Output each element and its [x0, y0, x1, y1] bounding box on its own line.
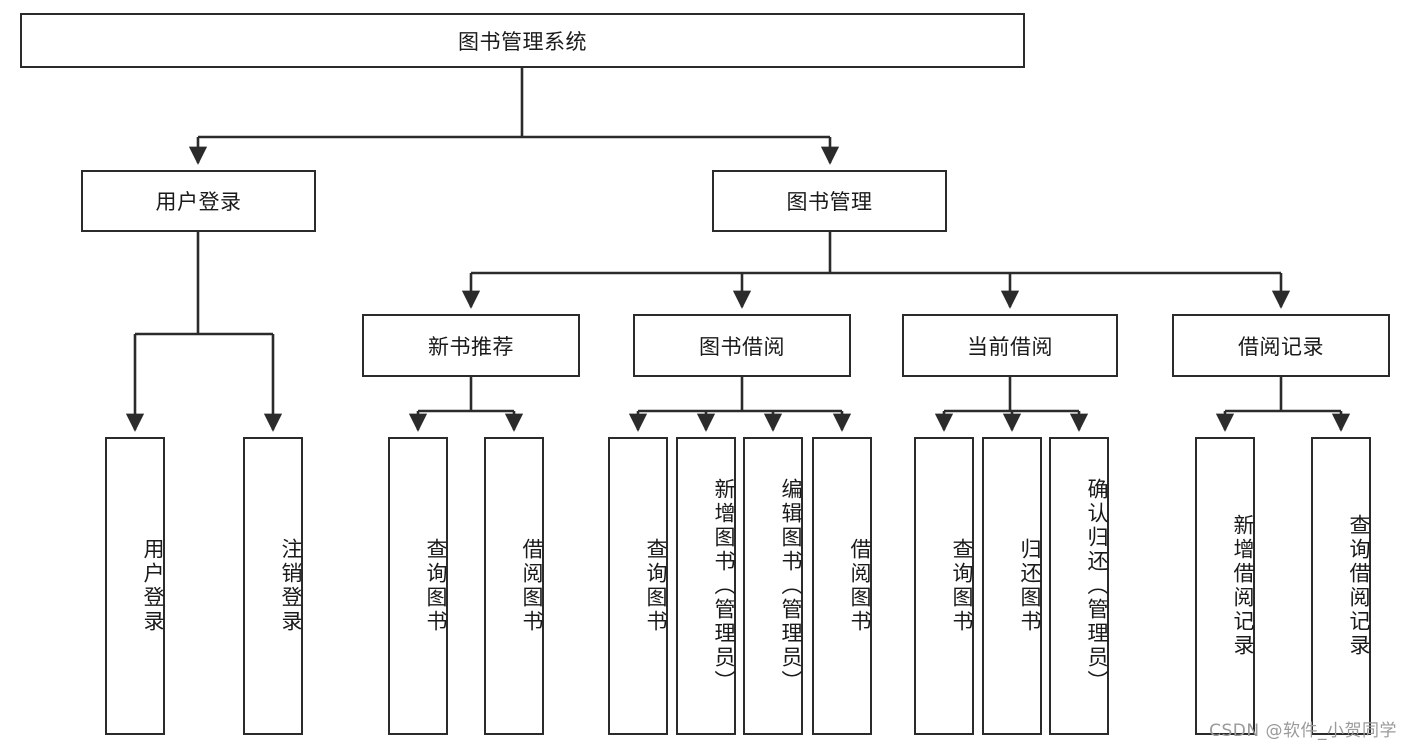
node-label: 用户登录 — [141, 538, 165, 634]
node-label: 用户登录 — [155, 190, 242, 214]
node-book-borrow[interactable]: 图书借阅 — [633, 314, 851, 377]
node-current-borrow[interactable]: 当前借阅 — [902, 314, 1118, 377]
node-leaf-user-logout[interactable]: 注销登录 — [243, 437, 303, 735]
node-label: 新增借阅记录 — [1231, 514, 1255, 658]
node-label: 借阅记录 — [1238, 334, 1324, 359]
node-label: 确认归还（管理员） — [1085, 478, 1109, 694]
node-label: 编辑图书（管理员） — [779, 478, 803, 694]
node-label: 查询图书 — [424, 538, 448, 634]
node-label: 图书管理 — [786, 190, 873, 214]
node-label: 借阅图书 — [848, 538, 872, 634]
node-label: 图书管理系统 — [458, 29, 587, 54]
node-leaf-add-book-admin[interactable]: 新增图书（管理员） — [676, 437, 736, 735]
node-leaf-query-book-3[interactable]: 查询图书 — [914, 437, 974, 735]
node-leaf-borrow-book-2[interactable]: 借阅图书 — [812, 437, 872, 735]
node-leaf-confirm-return-admin[interactable]: 确认归还（管理员） — [1049, 437, 1109, 735]
watermark: CSDN @软件_小贺同学 — [1209, 721, 1397, 741]
node-leaf-query-borrow-record[interactable]: 查询借阅记录 — [1311, 437, 1371, 735]
node-new-book-recommend[interactable]: 新书推荐 — [362, 314, 580, 377]
node-leaf-user-login[interactable]: 用户登录 — [105, 437, 165, 735]
node-label: 归还图书 — [1018, 538, 1042, 634]
node-label: 借阅图书 — [520, 538, 544, 634]
node-label: 当前借阅 — [967, 334, 1053, 359]
node-label: 查询图书 — [644, 538, 668, 634]
node-label: 注销登录 — [279, 538, 303, 634]
node-root[interactable]: 图书管理系统 — [20, 13, 1025, 68]
node-leaf-query-book-1[interactable]: 查询图书 — [388, 437, 448, 735]
node-leaf-return-book[interactable]: 归还图书 — [982, 437, 1042, 735]
node-label: 查询图书 — [950, 538, 974, 634]
node-leaf-add-borrow-record[interactable]: 新增借阅记录 — [1195, 437, 1255, 735]
node-leaf-borrow-book-1[interactable]: 借阅图书 — [484, 437, 544, 735]
node-label: 新书推荐 — [428, 334, 514, 359]
node-user-login[interactable]: 用户登录 — [81, 170, 316, 232]
node-label: 查询借阅记录 — [1347, 514, 1371, 658]
node-book-management[interactable]: 图书管理 — [712, 170, 947, 232]
node-leaf-edit-book-admin[interactable]: 编辑图书（管理员） — [743, 437, 803, 735]
node-leaf-query-book-2[interactable]: 查询图书 — [608, 437, 668, 735]
node-label: 图书借阅 — [699, 334, 785, 359]
node-borrow-record[interactable]: 借阅记录 — [1172, 314, 1390, 377]
node-label: 新增图书（管理员） — [712, 478, 736, 694]
